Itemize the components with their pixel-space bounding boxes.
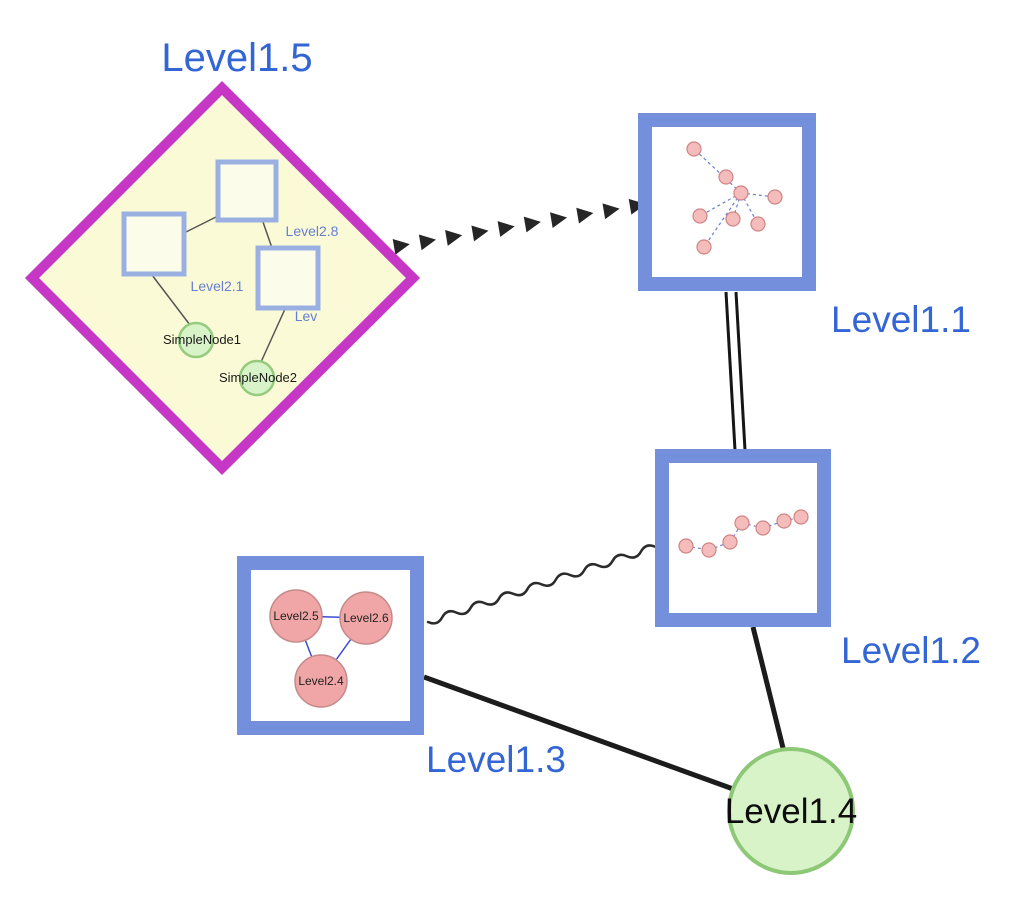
mini-node[interactable] [734,515,750,531]
group-label-level1-2: Level1.2 [841,630,981,671]
mini-edge[interactable] [703,192,742,248]
edge-level11-level12[interactable] [724,291,747,451]
mini-node[interactable] [733,185,749,201]
edge-level15-level11[interactable] [392,196,648,255]
node-level1-4-group[interactable]: Level1.4 [725,747,857,875]
node-label-level2-x: Lev [295,308,318,324]
group-box-level1-1[interactable] [638,113,816,291]
group-node-level1-1[interactable]: Level1.1 [638,113,971,340]
double-line-right[interactable] [734,291,747,451]
group-label-level1-5: Level1.5 [161,36,312,80]
mini-node[interactable] [718,169,734,185]
mini-node[interactable] [722,534,738,550]
mini-graph-level1-1 [686,141,783,255]
node-label-level1-4: Level1.4 [725,792,857,831]
node-label-level2-8: Level2.8 [286,223,339,239]
node-label-level2-1: Level2.1 [191,278,244,294]
node-square-level2-1[interactable] [121,211,187,277]
edge-level13-level14[interactable] [423,674,781,809]
node-label-level2-4: Level2.4 [298,674,344,688]
mini-node[interactable] [755,520,771,536]
node-simplenode2[interactable] [238,359,276,397]
mini-node[interactable] [692,208,708,224]
inner-edge[interactable] [260,308,286,363]
mini-node[interactable] [725,211,741,227]
diamond-shape[interactable] [24,80,421,476]
inner-edge[interactable] [181,214,221,235]
node-label-simplenode2: SimpleNode2 [219,370,297,385]
mini-node[interactable] [750,216,766,232]
group-node-level1-5[interactable]: Level1.5 Level2.8 Level2.1 Lev SimpleNod… [24,36,421,476]
mini-node[interactable] [767,189,783,205]
mini-edge[interactable] [693,148,742,194]
node-simplenode1[interactable] [177,321,215,359]
mini-graph-level1-2 [678,509,809,558]
node-label-level2-5: Level2.5 [273,609,319,623]
mini-edge[interactable] [699,192,742,217]
mini-graph-level1-3: Level2.5 Level2.6 Level2.4 [269,589,393,708]
mini-node[interactable] [776,513,792,529]
inner-edge[interactable] [262,221,273,249]
group-node-level1-3[interactable]: Level2.5 Level2.6 Level2.4 Level1.3 [237,556,566,780]
mini-node[interactable] [678,538,694,554]
group-label-level1-1: Level1.1 [831,299,971,340]
inner-edge[interactable] [151,274,191,326]
mini-node[interactable] [696,239,712,255]
node-square-level2-8[interactable] [215,159,279,223]
node-level2-5[interactable] [269,589,323,643]
mini-node[interactable] [686,141,702,157]
mini-node[interactable] [793,509,809,525]
node-level1-4[interactable] [727,747,855,875]
node-square-level2-x[interactable] [255,245,321,311]
group-box-level1-2[interactable] [655,449,831,627]
double-line-left[interactable] [724,291,737,451]
node-label-simplenode1: SimpleNode1 [163,332,241,347]
edge-level12-level14[interactable] [750,626,789,761]
edge-level13-level12[interactable] [426,544,657,625]
group-node-level1-2[interactable]: Level1.2 [655,449,981,671]
node-label-level2-6: Level2.6 [343,611,389,625]
group-label-level1-3: Level1.3 [426,739,566,780]
mini-node[interactable] [701,542,717,558]
node-level2-4[interactable] [294,654,348,708]
node-level2-6[interactable] [339,591,393,645]
mini-edge[interactable] [732,192,742,220]
